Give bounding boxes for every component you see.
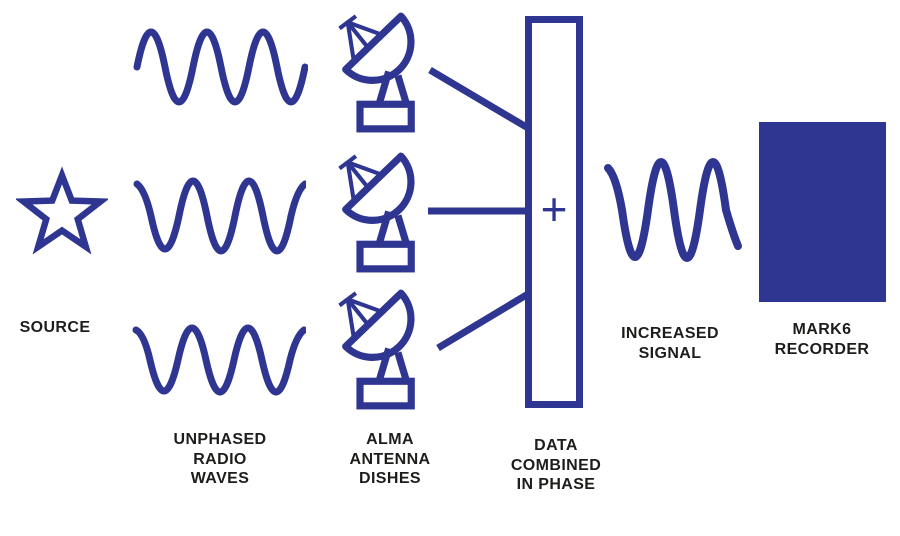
recorder-block	[759, 122, 886, 302]
satellite-dish-icon-2	[333, 150, 428, 275]
increased-signal-label: INCREASED SIGNAL	[621, 325, 719, 362]
satellite-dish-icon-1	[333, 10, 428, 135]
amplified-wave-icon	[604, 158, 742, 262]
combiner-label: DATA COMBINED IN PHASE	[510, 437, 602, 493]
satellite-dish-icon-3	[333, 287, 428, 412]
unphased-waves-label: UNPHASED RADIO WAVES	[173, 431, 267, 487]
combiner-box	[525, 16, 583, 408]
radio-wave-1	[133, 28, 308, 106]
antenna-dishes-label: ALMA ANTENNA DISHES	[349, 431, 431, 487]
source-label: SOURCE	[19, 319, 91, 336]
radio-wave-2	[133, 177, 306, 255]
star-icon	[16, 166, 108, 255]
radio-wave-3	[132, 324, 306, 396]
plus-icon: +	[540, 183, 568, 235]
recorder-label: MARK6 RECORDER	[774, 321, 870, 358]
